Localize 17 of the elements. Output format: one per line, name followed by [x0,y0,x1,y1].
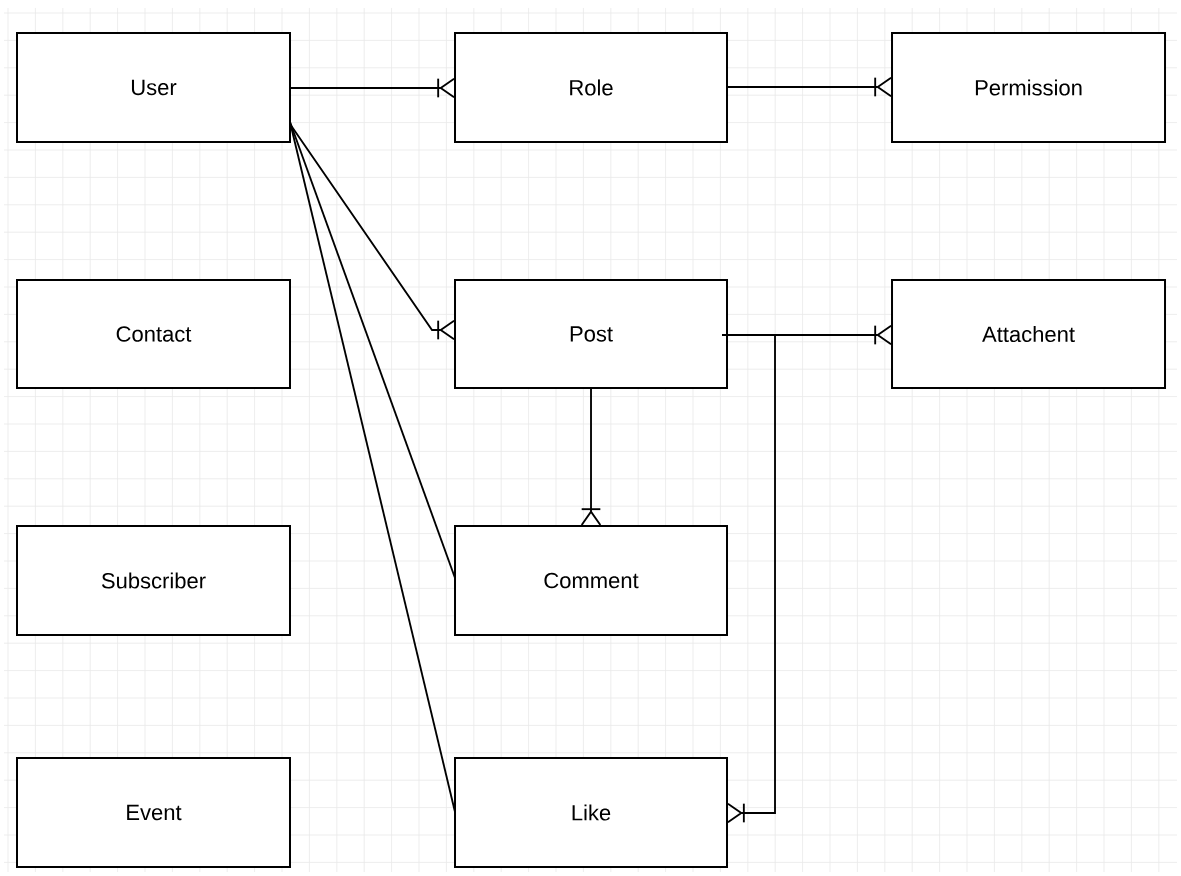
entity-box: Permission [891,32,1166,143]
entity-box: Like [454,757,728,868]
connector [289,121,456,813]
connector [289,77,455,99]
connector [289,123,455,341]
entity-box: Post [454,279,728,389]
entity-box: User [16,32,291,143]
connector [726,76,892,98]
entity-box: Event [16,757,291,868]
entity-box: Contact [16,279,291,389]
connector [721,334,776,824]
entity-box: Attachent [891,279,1166,389]
connector [289,121,456,579]
entity-box: Subscriber [16,525,291,636]
connector [580,387,602,526]
entity-box: Comment [454,525,728,636]
entity-box: Role [454,32,728,143]
